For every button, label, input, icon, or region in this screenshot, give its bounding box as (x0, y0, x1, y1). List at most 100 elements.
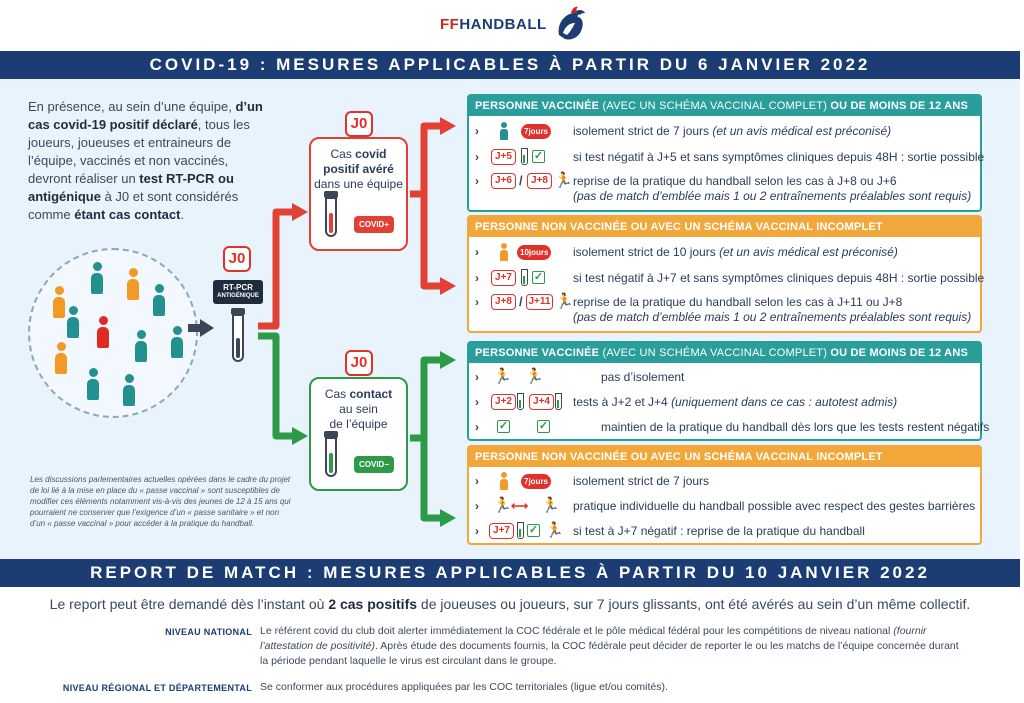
intro-p4: . (180, 207, 185, 222)
positive-case-b1: covid (355, 147, 387, 161)
measure-text-italic: (uniquement dans ce cas : autotest admis… (671, 395, 898, 409)
contact-case-box: Cas contact au sein de l’équipe COVID− (309, 377, 408, 491)
measure-text: pas d’isolement (601, 370, 685, 384)
group-contact-unvaccinated: PERSONNE NON VACCINÉE OU AVEC UN SCHÉMA … (467, 445, 982, 545)
rt-pcr-line2: ANTIGÉNIQUE (217, 293, 259, 299)
group-header: PERSONNE VACCINÉE (AVEC UN SCHÉMA VACCIN… (469, 96, 980, 116)
report-b1: 2 cas positifs (328, 596, 418, 612)
positive-case-b2: positif avéré (323, 162, 394, 176)
chevron-right-icon: › (475, 499, 479, 513)
ffhandball-logo: FFHANDBALL (440, 4, 589, 44)
test-tube-icon (521, 269, 528, 286)
logo-ff: FF (440, 15, 460, 33)
day-tag: J+8 (527, 173, 552, 189)
measure-text: isolement strict de 10 jours (et un avis… (573, 245, 898, 260)
group-head-bold2: OU DE MOINS DE 12 ANS (827, 100, 969, 112)
handball-player-icon: 🏃 (554, 172, 573, 189)
chevron-right-icon: › (475, 245, 479, 259)
group-header: PERSONNE VACCINÉE (AVEC UN SCHÉMA VACCIN… (469, 343, 980, 363)
group-head-light: (AVEC UN SCHÉMA VACCINAL COMPLET) (602, 347, 828, 359)
measure-text-main: reprise de la pratique du handball selon… (573, 174, 897, 188)
measure-text-main: isolement strict de 7 jours (573, 124, 713, 138)
person-icon (66, 306, 80, 338)
person-icon (86, 368, 100, 400)
check-icon: ✓ (497, 420, 510, 433)
regional-level-text: Se conformer aux procédures appliquées p… (260, 681, 668, 693)
day-tag: J+8 (491, 294, 516, 310)
measure-text-italic: (et un avis médical est préconisé) (712, 124, 892, 138)
measure-text-main: isolement strict de 10 jours (573, 245, 720, 259)
days-badge: 7jours (521, 474, 552, 489)
measure-text: reprise de la pratique du handball selon… (573, 174, 971, 204)
person-icon (499, 122, 509, 140)
chevron-right-icon: › (475, 271, 479, 285)
team-crowd-illustration (28, 248, 198, 418)
test-tube-icon (555, 393, 562, 410)
check-icon: ✓ (532, 271, 545, 284)
test-tube-icon (521, 148, 528, 165)
group-header: PERSONNE NON VACCINÉE OU AVEC UN SCHÉMA … (469, 217, 980, 237)
chevron-right-icon: › (475, 395, 479, 409)
measure-text-italic: (et un avis médical est préconisé) (719, 245, 898, 259)
group-head-bold1: PERSONNE VACCINÉE (475, 347, 603, 359)
person-icon (122, 374, 136, 406)
handball-player-icon: 🏃 (493, 497, 512, 514)
report-summary: Le report peut être demandé dès l’instan… (0, 596, 1020, 612)
person-icon (499, 243, 509, 261)
day-tag: J+7 (491, 270, 516, 286)
j0-badge: J0 (223, 246, 251, 272)
person-icon (52, 286, 66, 318)
chevron-right-icon: › (475, 474, 479, 488)
contact-case-line2: au sein (339, 402, 378, 416)
national-p1: Le référent covid du club doit alerter i… (260, 625, 894, 637)
j0-badge-positive: J0 (345, 111, 373, 137)
measure-text-italic: (pas de match d’emblée mais 1 ou 2 entra… (573, 189, 972, 203)
measure-text: reprise de la pratique du handball selon… (573, 295, 971, 325)
group-contact-vaccinated: PERSONNE VACCINÉE (AVEC UN SCHÉMA VACCIN… (467, 341, 989, 441)
chevron-right-icon: › (475, 295, 479, 309)
national-level-text: Le référent covid du club doit alerter i… (260, 624, 960, 669)
check-icon: ✓ (527, 524, 540, 537)
chevron-right-icon: › (475, 174, 479, 188)
group-positive-vaccinated: PERSONNE VACCINÉE (AVEC UN SCHÉMA VACCIN… (467, 94, 984, 212)
handball-player-icon: 🏃 (525, 368, 544, 385)
chevron-right-icon: › (475, 370, 479, 384)
group-positive-unvaccinated: PERSONNE NON VACCINÉE OU AVEC UN SCHÉMA … (467, 215, 984, 333)
measure-text: isolement strict de 7 jours (573, 474, 710, 488)
contact-case-l1: Cas (324, 387, 350, 401)
measure-text: maintien de la pratique du handball dès … (601, 420, 990, 434)
logo-handball: HANDBALL (459, 15, 547, 33)
day-tag: J+6 (491, 173, 516, 189)
person-icon (90, 262, 104, 294)
covid-negative-tag: COVID− (354, 456, 394, 473)
chevron-right-icon: › (475, 420, 479, 434)
national-level-label: NIVEAU NATIONAL (165, 627, 252, 637)
handball-player-icon: 🏃 (545, 522, 564, 539)
intro-b1: d’un cas covid-19 positif déclaré (28, 99, 263, 132)
intro-p2: , tous les joueurs, joueuses et entraine… (28, 117, 250, 186)
positive-case-box: Cas covid positif avéré dans une équipe … (309, 137, 408, 251)
person-icon (499, 472, 509, 490)
logo-text: FFHANDBALL (440, 16, 547, 33)
j0-badge-contact: J0 (345, 350, 373, 376)
banner-covid-measures: COVID-19 : MESURES APPLICABLES À PARTIR … (0, 51, 1020, 79)
distance-arrow-icon: ⟷ (511, 499, 529, 513)
slash-separator: / (519, 173, 523, 188)
person-icon (152, 284, 166, 316)
measure-text-main: reprise de la pratique du handball selon… (573, 295, 903, 309)
positive-case-line3: dans une équipe (314, 177, 403, 191)
slash-separator: / (519, 294, 523, 309)
days-badge: 10jours (517, 245, 552, 260)
group-head-light: (AVEC UN SCHÉMA VACCINAL COMPLET) (602, 100, 828, 112)
arrow-right-icon (200, 319, 214, 337)
person-icon (54, 342, 68, 374)
intro-p3: à J0 et sont considérés comme (28, 189, 239, 222)
group-header: PERSONNE NON VACCINÉE OU AVEC UN SCHÉMA … (469, 447, 980, 467)
national-it1: (fournir l’attestation de positivité) (260, 625, 927, 652)
group-head-bold1: PERSONNE VACCINÉE (475, 100, 603, 112)
check-icon: ✓ (537, 420, 550, 433)
day-tag: J+11 (526, 294, 553, 310)
group-head-bold2: OU DE MOINS DE 12 ANS (827, 347, 969, 359)
measure-text: tests à J+2 et J+4 (uniquement dans ce c… (573, 395, 897, 410)
rt-pcr-line1: RT-PCR (223, 283, 253, 292)
